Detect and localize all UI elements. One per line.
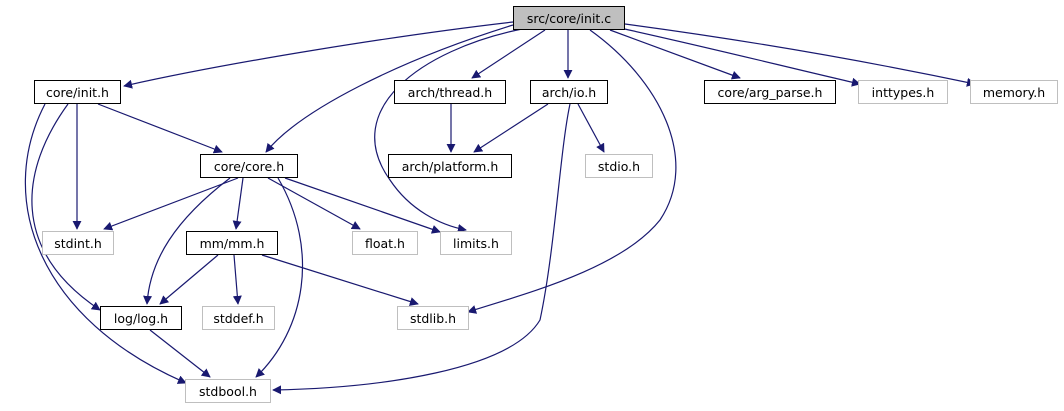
edge-init-c-to-inttypes-h [619,27,861,87]
node-core-init-h[interactable]: core/init.h [34,80,121,104]
node-inttypes-h: inttypes.h [858,80,948,104]
edge-init-c-to-core-core-h [265,24,514,153]
edge-init-c-to-arch-thread-h [471,29,546,79]
edge-mm-mm-h-to-stddef-h [232,254,242,305]
edge-core-init-h-to-core-core-h [97,103,223,154]
node-init-c: src/core/init.c [513,6,625,30]
node-limits-h: limits.h [440,231,512,255]
edge-core-core-h-to-limits-h [284,177,441,234]
edge-core-init-h-to-log-log-h [31,103,101,311]
edge-core-core-h-to-stdbool-h [255,177,304,378]
node-float-h: float.h [352,231,418,255]
edge-init-c-to-core-arg-parse-h [609,29,741,80]
edge-mm-mm-h-to-stdlib-h [261,254,419,306]
node-arch-io-h[interactable]: arch/io.h [530,80,608,104]
node-memory-h: memory.h [970,80,1058,104]
edge-log-log-h-to-stdbool-h [149,329,211,378]
edge-core-core-h-to-stdint-h [103,177,239,231]
edge-init-c-to-core-init-h [123,21,514,89]
node-stdbool-h: stdbool.h [185,379,271,403]
node-log-log-h[interactable]: log/log.h [100,306,182,330]
node-stdint-h: stdint.h [42,231,114,255]
node-stddef-h: stddef.h [202,306,275,330]
edge-arch-io-h-to-stdbool-h [272,103,571,395]
node-arch-platform-h[interactable]: arch/platform.h [388,154,512,178]
node-core-core-h[interactable]: core/core.h [200,154,298,178]
edge-init-c-to-stdlib-h [467,29,677,314]
edge-core-init-h-to-stdbool-h [24,103,187,384]
node-mm-mm-h[interactable]: mm/mm.h [186,231,278,255]
node-arch-thread-h[interactable]: arch/thread.h [394,80,506,104]
edge-arch-io-h-to-arch-platform-h [473,103,549,153]
edge-arch-io-h-to-stdio-h [577,103,605,153]
edge-init-c-to-memory-h [624,23,976,87]
edge-mm-mm-h-to-log-log-h [159,254,219,305]
node-stdlib-h: stdlib.h [397,306,469,330]
node-core-arg-parse-h[interactable]: core/arg_parse.h [704,80,836,104]
edge-core-core-h-to-mm-mm-h [232,177,244,230]
edge-core-core-h-to-log-log-h [143,177,231,305]
node-stdio-h: stdio.h [585,154,653,178]
edge-init-c-to-limits-h [374,28,523,233]
